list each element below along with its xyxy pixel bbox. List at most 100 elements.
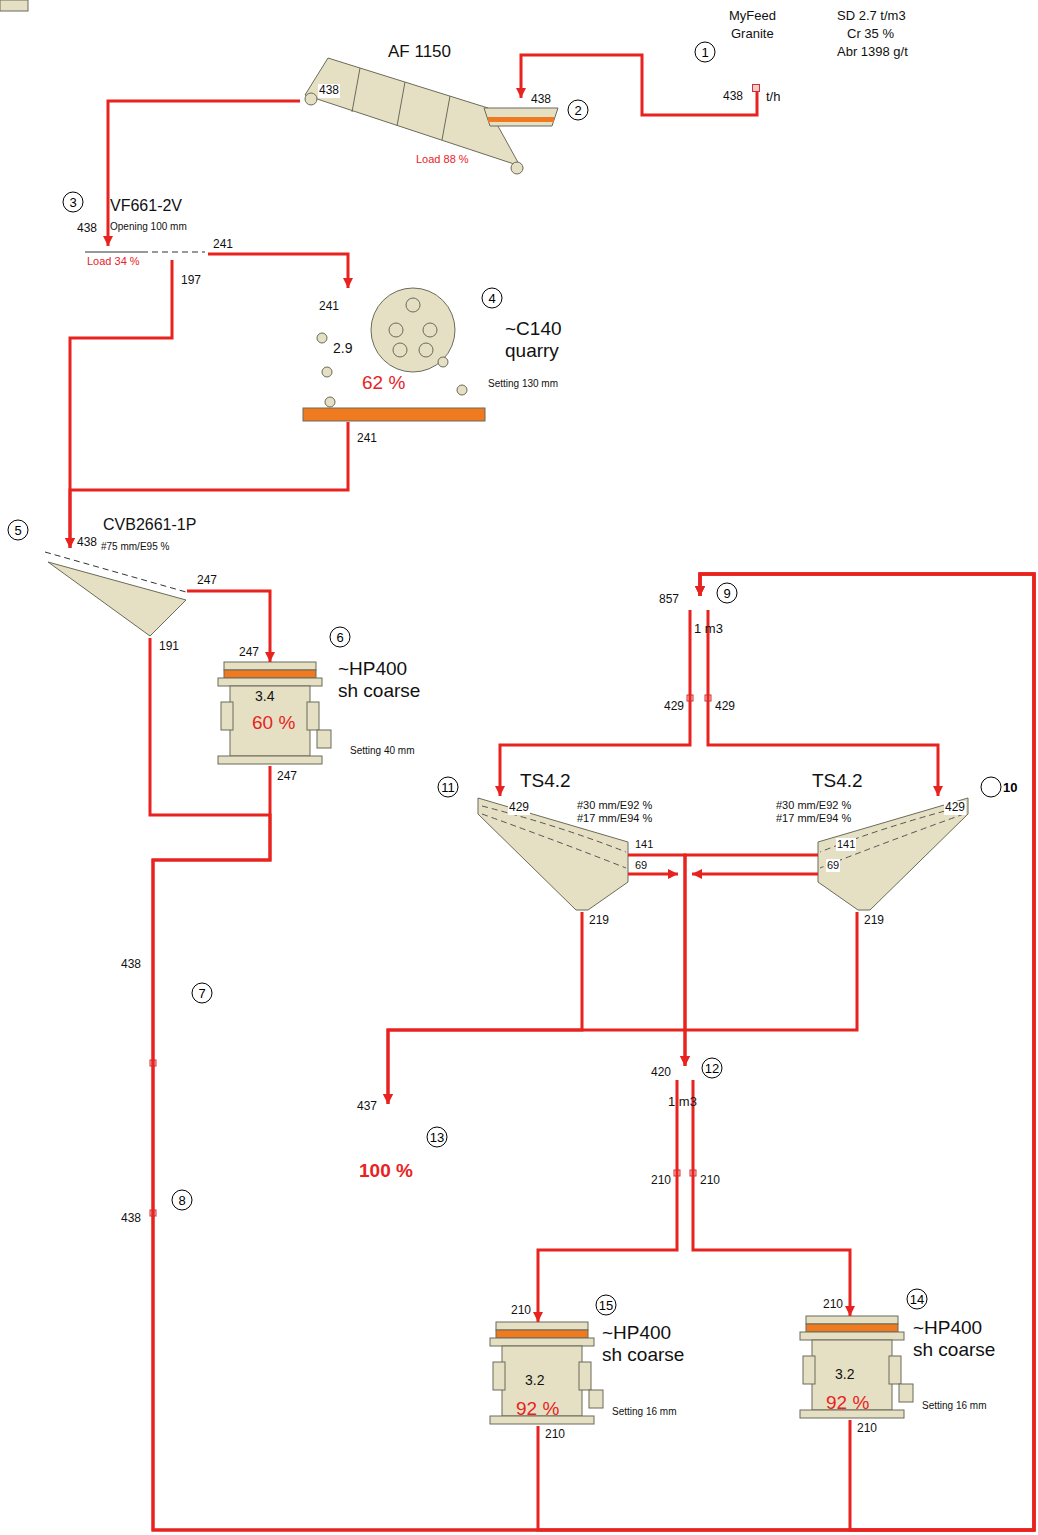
equipment-node: CVB2661-1P#75 mm/E95 % bbox=[45, 548, 187, 638]
drawing-part bbox=[63, 192, 83, 212]
material-flow bbox=[108, 101, 300, 246]
equipment-node: TS4.2#30 mm/E92 % #17 mm/E94 % bbox=[478, 796, 628, 912]
drawing-part bbox=[482, 288, 502, 308]
drawing-part bbox=[371, 288, 455, 372]
drawing-part bbox=[438, 357, 448, 367]
flow-rate: t/h bbox=[765, 90, 781, 105]
flow-rate: 429 bbox=[944, 801, 966, 815]
drawing-part bbox=[568, 100, 588, 120]
drawing-part bbox=[511, 162, 523, 174]
drawing-part bbox=[389, 323, 403, 337]
drawing-part bbox=[427, 1127, 447, 1147]
drawing-part bbox=[352, 68, 360, 112]
drawing-part bbox=[303, 408, 485, 421]
equipment-text: ~HP400 sh coarse bbox=[913, 1317, 1001, 1361]
material-flow bbox=[700, 574, 1034, 1530]
equipment-text: CVB2661-1P bbox=[103, 516, 196, 534]
drawing-part bbox=[85, 251, 142, 252]
equipment-text: ~C140 quarry bbox=[505, 318, 575, 362]
flow-rate: 210 bbox=[822, 1298, 844, 1312]
drawing-part bbox=[406, 298, 420, 312]
callout-number: 9 bbox=[717, 587, 737, 600]
callout-number: 12 bbox=[702, 1062, 722, 1075]
equipment-text: 62 % bbox=[362, 372, 405, 394]
drawing-part bbox=[438, 777, 458, 797]
flow-rate: 210 bbox=[650, 1174, 672, 1188]
material-flow bbox=[500, 610, 690, 796]
callout-number: 5 bbox=[8, 524, 28, 537]
drawing-part bbox=[702, 1058, 722, 1078]
flow-rate: 69 bbox=[634, 859, 648, 872]
flow-rate: 247 bbox=[276, 770, 298, 784]
equipment-text: Abr 1398 g/t bbox=[837, 45, 908, 60]
flow-rate: 219 bbox=[588, 914, 610, 928]
equipment-text: #30 mm/E92 % #17 mm/E94 % bbox=[577, 799, 655, 824]
drawing-part bbox=[8, 520, 28, 540]
equipment-text: #30 mm/E92 % #17 mm/E94 % bbox=[776, 799, 854, 824]
equipment-node: ~HP400 sh coarse3.292 %Setting 16 mm bbox=[490, 1322, 594, 1426]
callout-number: 1 bbox=[695, 46, 715, 59]
drawing-part bbox=[423, 323, 437, 337]
equipment-text: Load 34 % bbox=[87, 255, 140, 268]
flow-rate: 438 bbox=[120, 1212, 142, 1226]
flow-rate: 141 bbox=[634, 838, 654, 851]
flow-rate: 210 bbox=[856, 1422, 878, 1436]
equipment-text: Setting 16 mm bbox=[922, 1400, 986, 1412]
drawing-part bbox=[393, 343, 407, 357]
material-flow bbox=[628, 855, 685, 1066]
flow-rate: 247 bbox=[238, 646, 260, 660]
equipment-text: 3.4 bbox=[255, 688, 274, 704]
drawing-part bbox=[218, 662, 331, 764]
equipment-text: Cr 35 % bbox=[847, 27, 894, 42]
drawing-part bbox=[596, 1295, 616, 1315]
equipment-node: ~HP400 sh coarse3.292 %Setting 16 mm bbox=[800, 1316, 904, 1420]
drawing-part bbox=[628, 873, 678, 876]
drawing-part bbox=[981, 777, 1001, 797]
equipment-text: #75 mm/E95 % bbox=[101, 541, 169, 553]
equipment-text: AF 1150 bbox=[388, 42, 451, 62]
flow-rate: 69 bbox=[826, 859, 840, 872]
equipment-text: Setting 40 mm bbox=[350, 745, 414, 757]
equipment-text: ~HP400 sh coarse bbox=[602, 1322, 690, 1366]
flow-rate: 438 bbox=[120, 958, 142, 972]
drawing-part bbox=[442, 96, 450, 140]
flow-rate: 197 bbox=[180, 274, 202, 288]
equipment-text: 3.2 bbox=[525, 1372, 544, 1388]
equipment-text: 92 % bbox=[516, 1398, 559, 1420]
equipment-node: ~HP400 sh coarse3.460 %Setting 40 mm bbox=[218, 662, 322, 766]
drawing-part bbox=[397, 82, 405, 126]
drawing-part bbox=[800, 1316, 913, 1418]
flow-rate: 219 bbox=[863, 914, 885, 928]
material-flow bbox=[70, 260, 172, 548]
callout-number: 7 bbox=[192, 987, 212, 1000]
drawing-part bbox=[457, 385, 467, 395]
flow-rate: 438 bbox=[318, 84, 340, 98]
flow-rate: 241 bbox=[212, 238, 234, 252]
drawing-part bbox=[317, 333, 327, 343]
material-flow bbox=[153, 574, 1034, 1530]
drawing-part bbox=[692, 873, 818, 876]
drawing-part bbox=[0, 0, 28, 11]
callout-number: 13 bbox=[427, 1131, 447, 1144]
callout-number: 15 bbox=[596, 1299, 616, 1312]
drawing-part bbox=[907, 1289, 927, 1309]
equipment-node: AF 1150Load 88 % bbox=[300, 98, 562, 176]
drawing-part bbox=[322, 367, 332, 377]
equipment-node: 1 m3 bbox=[682, 596, 718, 610]
equipment-text: SD 2.7 t/m3 bbox=[837, 9, 906, 24]
drawing-part bbox=[172, 1190, 192, 1210]
equipment-node: VF661-2VOpening 100 mmLoad 34 % bbox=[84, 246, 208, 260]
callout-number: 4 bbox=[482, 292, 502, 305]
flow-rate: 438 bbox=[76, 536, 98, 550]
flow-rate: 437 bbox=[356, 1100, 378, 1114]
equipment-text: MyFeed bbox=[729, 9, 776, 24]
equipment-text: ~HP400 sh coarse bbox=[338, 658, 426, 702]
flow-rate: 438 bbox=[76, 222, 98, 236]
drawing-part bbox=[717, 583, 737, 603]
drawing-part bbox=[695, 42, 715, 62]
flow-rate: 210 bbox=[699, 1174, 721, 1188]
drawing-part bbox=[48, 562, 186, 636]
material-flow bbox=[708, 610, 938, 796]
equipment-text: Setting 130 mm bbox=[488, 378, 558, 390]
equipment-text: Setting 16 mm bbox=[612, 1406, 676, 1418]
